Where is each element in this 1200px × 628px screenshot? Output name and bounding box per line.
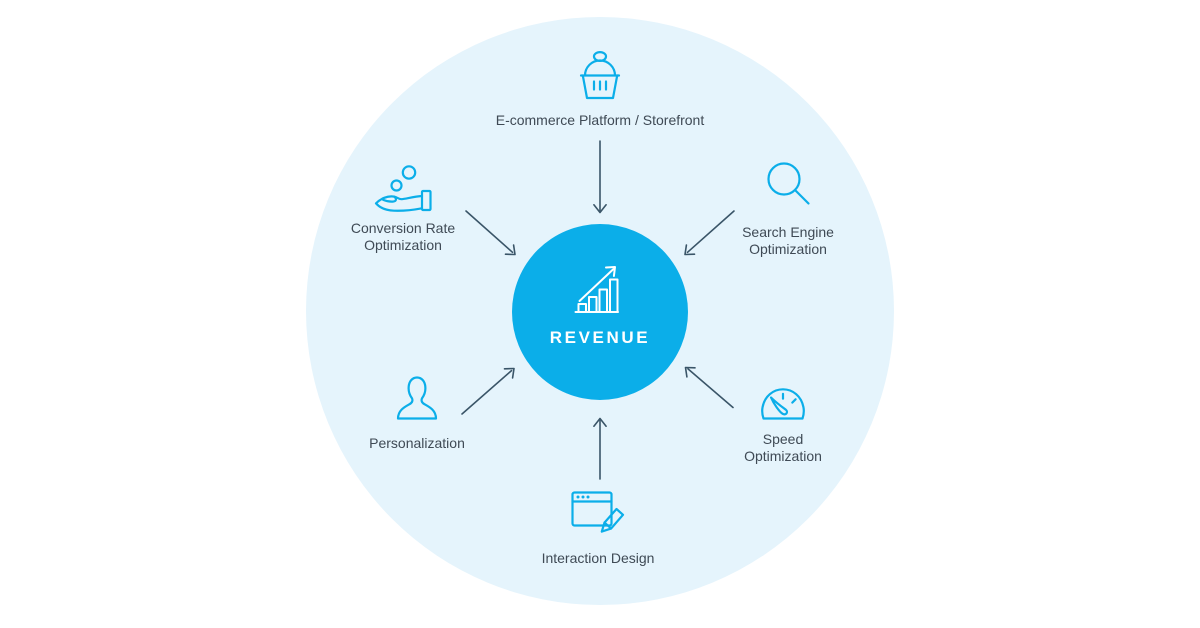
node-ecommerce: E-commerce Platform / Storefront	[440, 50, 760, 129]
node-label: Personalization	[369, 435, 465, 451]
arrow-from-speed	[684, 366, 734, 409]
node-label: Speed Optimization	[744, 431, 822, 464]
hand-coins-icon	[372, 164, 434, 216]
node-label: E-commerce Platform / Storefront	[495, 112, 705, 128]
revenue-hub: REVENUE	[512, 224, 688, 400]
arrow-from-ecommerce	[593, 140, 607, 214]
arrow-from-interaction	[593, 417, 607, 480]
node-personalization: Personalization	[297, 375, 537, 452]
node-cro: Conversion Rate Optimization	[283, 164, 523, 253]
node-label: Search Engine Optimization	[742, 224, 834, 257]
node-label: Interaction Design	[541, 550, 655, 566]
node-speed: Speed Optimization	[663, 379, 903, 464]
node-label: Conversion Rate Optimization	[350, 220, 456, 253]
node-seo: Search Engine Optimization	[668, 160, 908, 257]
growth-chart-icon	[572, 261, 628, 317]
node-interaction: Interaction Design	[438, 489, 758, 567]
magnifier-icon	[765, 160, 812, 207]
user-icon	[391, 375, 443, 421]
shopping-basket-icon	[576, 50, 624, 101]
hub-label: REVENUE	[549, 328, 651, 347]
speedometer-icon	[758, 379, 808, 421]
browser-pencil-icon	[570, 489, 626, 541]
arrow-from-cro	[465, 210, 516, 256]
arrow-from-personalization	[461, 367, 515, 415]
arrow-from-seo	[684, 210, 735, 256]
